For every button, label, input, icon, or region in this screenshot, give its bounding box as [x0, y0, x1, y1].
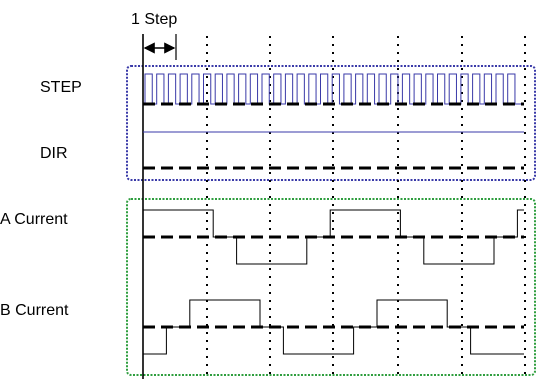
b-current-label: B Current	[0, 302, 69, 319]
current-signals-box	[126, 198, 536, 376]
a-current-label: A Current	[0, 211, 68, 228]
control-signals-box	[126, 65, 536, 181]
step-pulse-waveform	[143, 73, 524, 105]
step-signal-label: STEP	[40, 79, 82, 96]
dir-signal-label: DIR	[40, 145, 68, 162]
step-annotation-label: 1 Step	[131, 11, 178, 28]
b-current-waveform	[143, 299, 524, 355]
